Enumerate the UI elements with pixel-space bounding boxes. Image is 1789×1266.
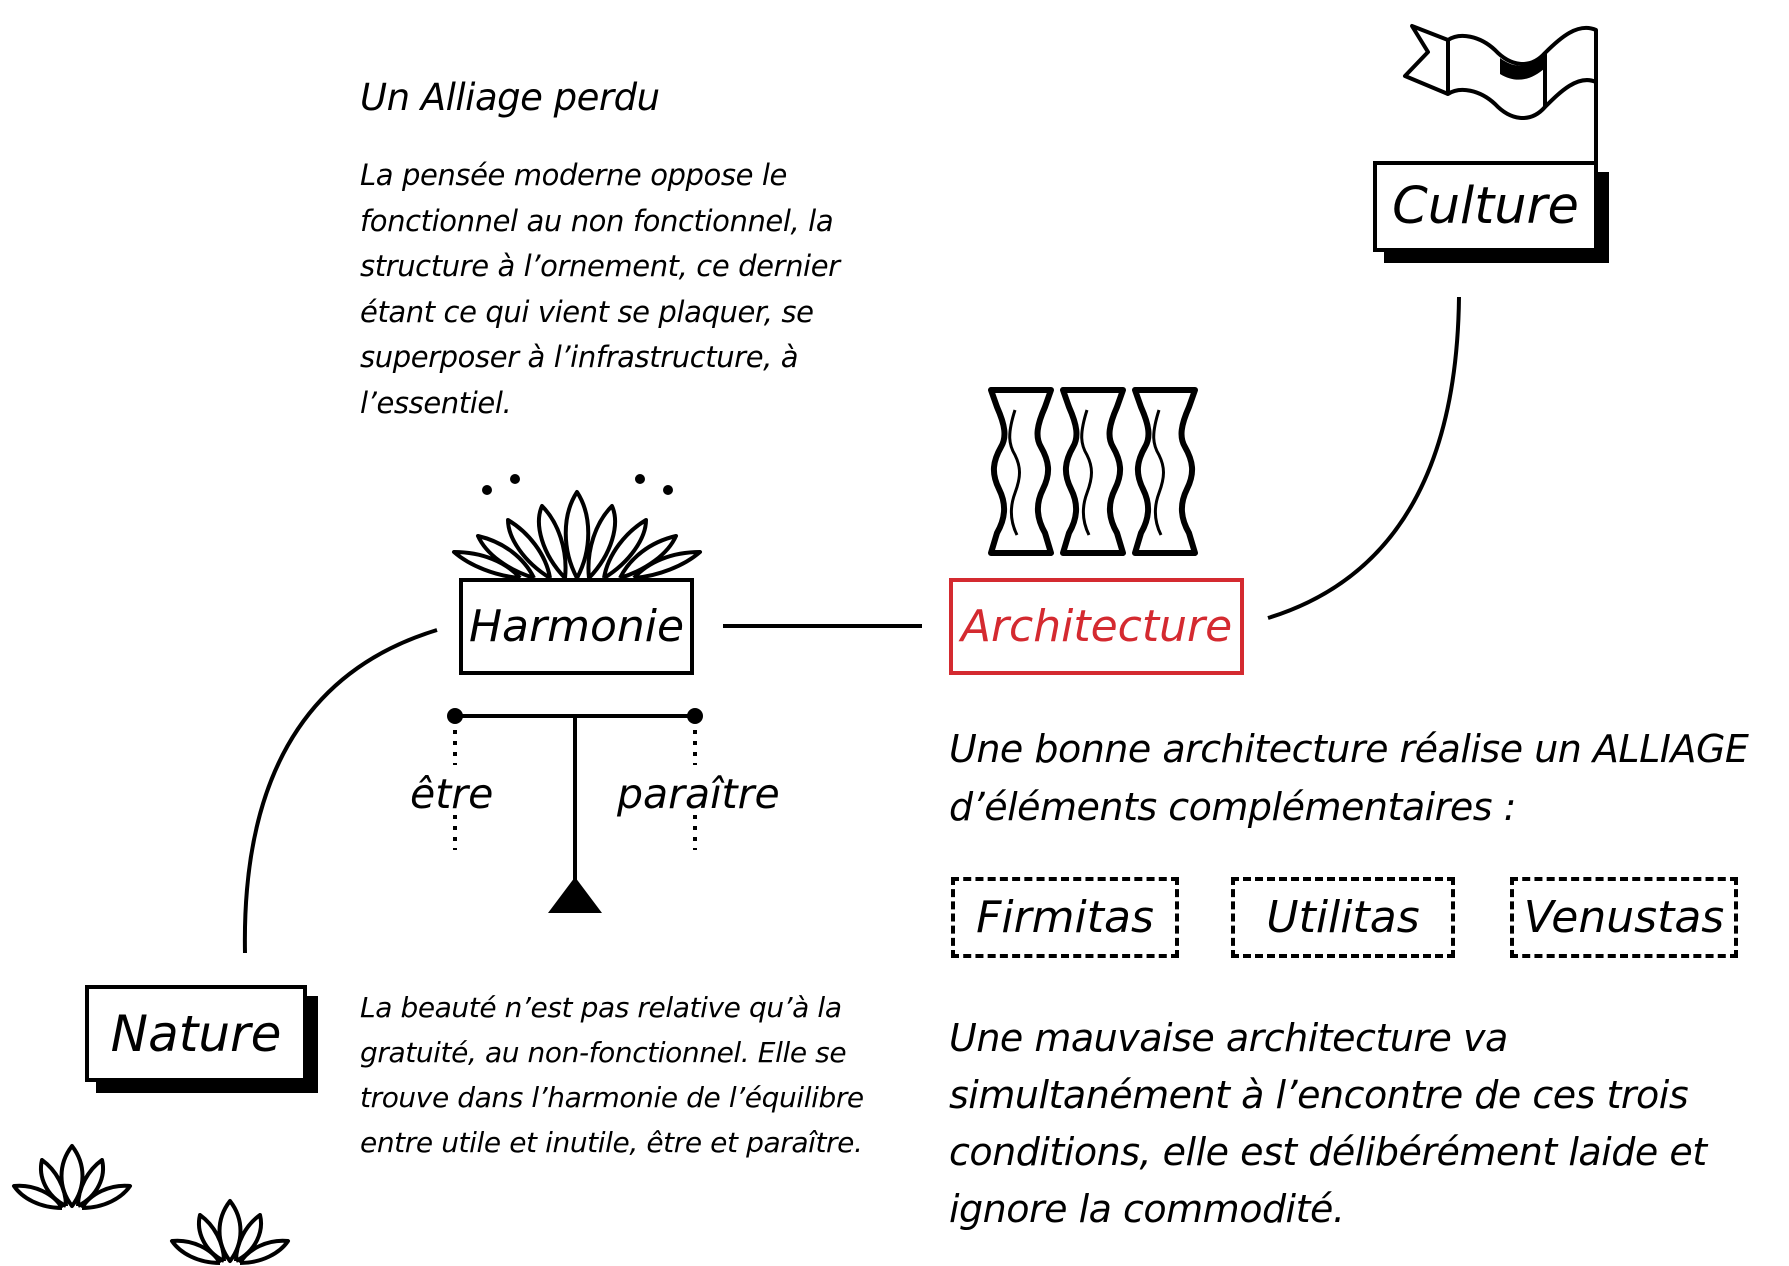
harmonie-label: Harmonie xyxy=(468,601,685,652)
nature-label: Nature xyxy=(110,1004,282,1063)
paraitre-label: paraître xyxy=(617,770,780,818)
intro-title: Un Alliage perdu xyxy=(360,76,660,119)
flag-icon xyxy=(1403,24,1598,163)
good-architecture-text: Une bonne architecture réalise un ALLIAG… xyxy=(949,727,1749,829)
harmonie-node: Harmonie xyxy=(459,578,694,675)
lotus-icon xyxy=(12,1144,132,1210)
firmitas-box: Firmitas xyxy=(951,877,1179,958)
utilitas-label: Utilitas xyxy=(1266,892,1420,943)
culture-architecture-connector xyxy=(1267,296,1461,620)
utilitas-box: Utilitas xyxy=(1231,877,1455,958)
nature-node: Nature xyxy=(85,985,307,1082)
balusters-icon xyxy=(988,387,1198,556)
architecture-node: Architecture xyxy=(949,578,1244,675)
beauty-note: La beauté n’est pas relative qu’à la gra… xyxy=(360,991,864,1159)
venustas-label: Venustas xyxy=(1523,892,1725,943)
etre-label: être xyxy=(410,770,494,818)
plant-icon xyxy=(452,474,702,580)
architecture-label: Architecture xyxy=(960,601,1233,652)
balance-scale-icon xyxy=(447,708,703,913)
lotus-icon xyxy=(170,1199,290,1265)
intro-text: La pensée moderne oppose le fonctionnel … xyxy=(360,158,840,420)
harmonie-nature-connector xyxy=(242,628,438,954)
culture-node: Culture xyxy=(1373,161,1598,252)
venustas-box: Venustas xyxy=(1510,877,1738,958)
culture-label: Culture xyxy=(1392,177,1579,236)
firmitas-label: Firmitas xyxy=(976,892,1154,943)
bad-architecture-text: Une mauvaise architecture va simultanéme… xyxy=(949,1016,1707,1231)
